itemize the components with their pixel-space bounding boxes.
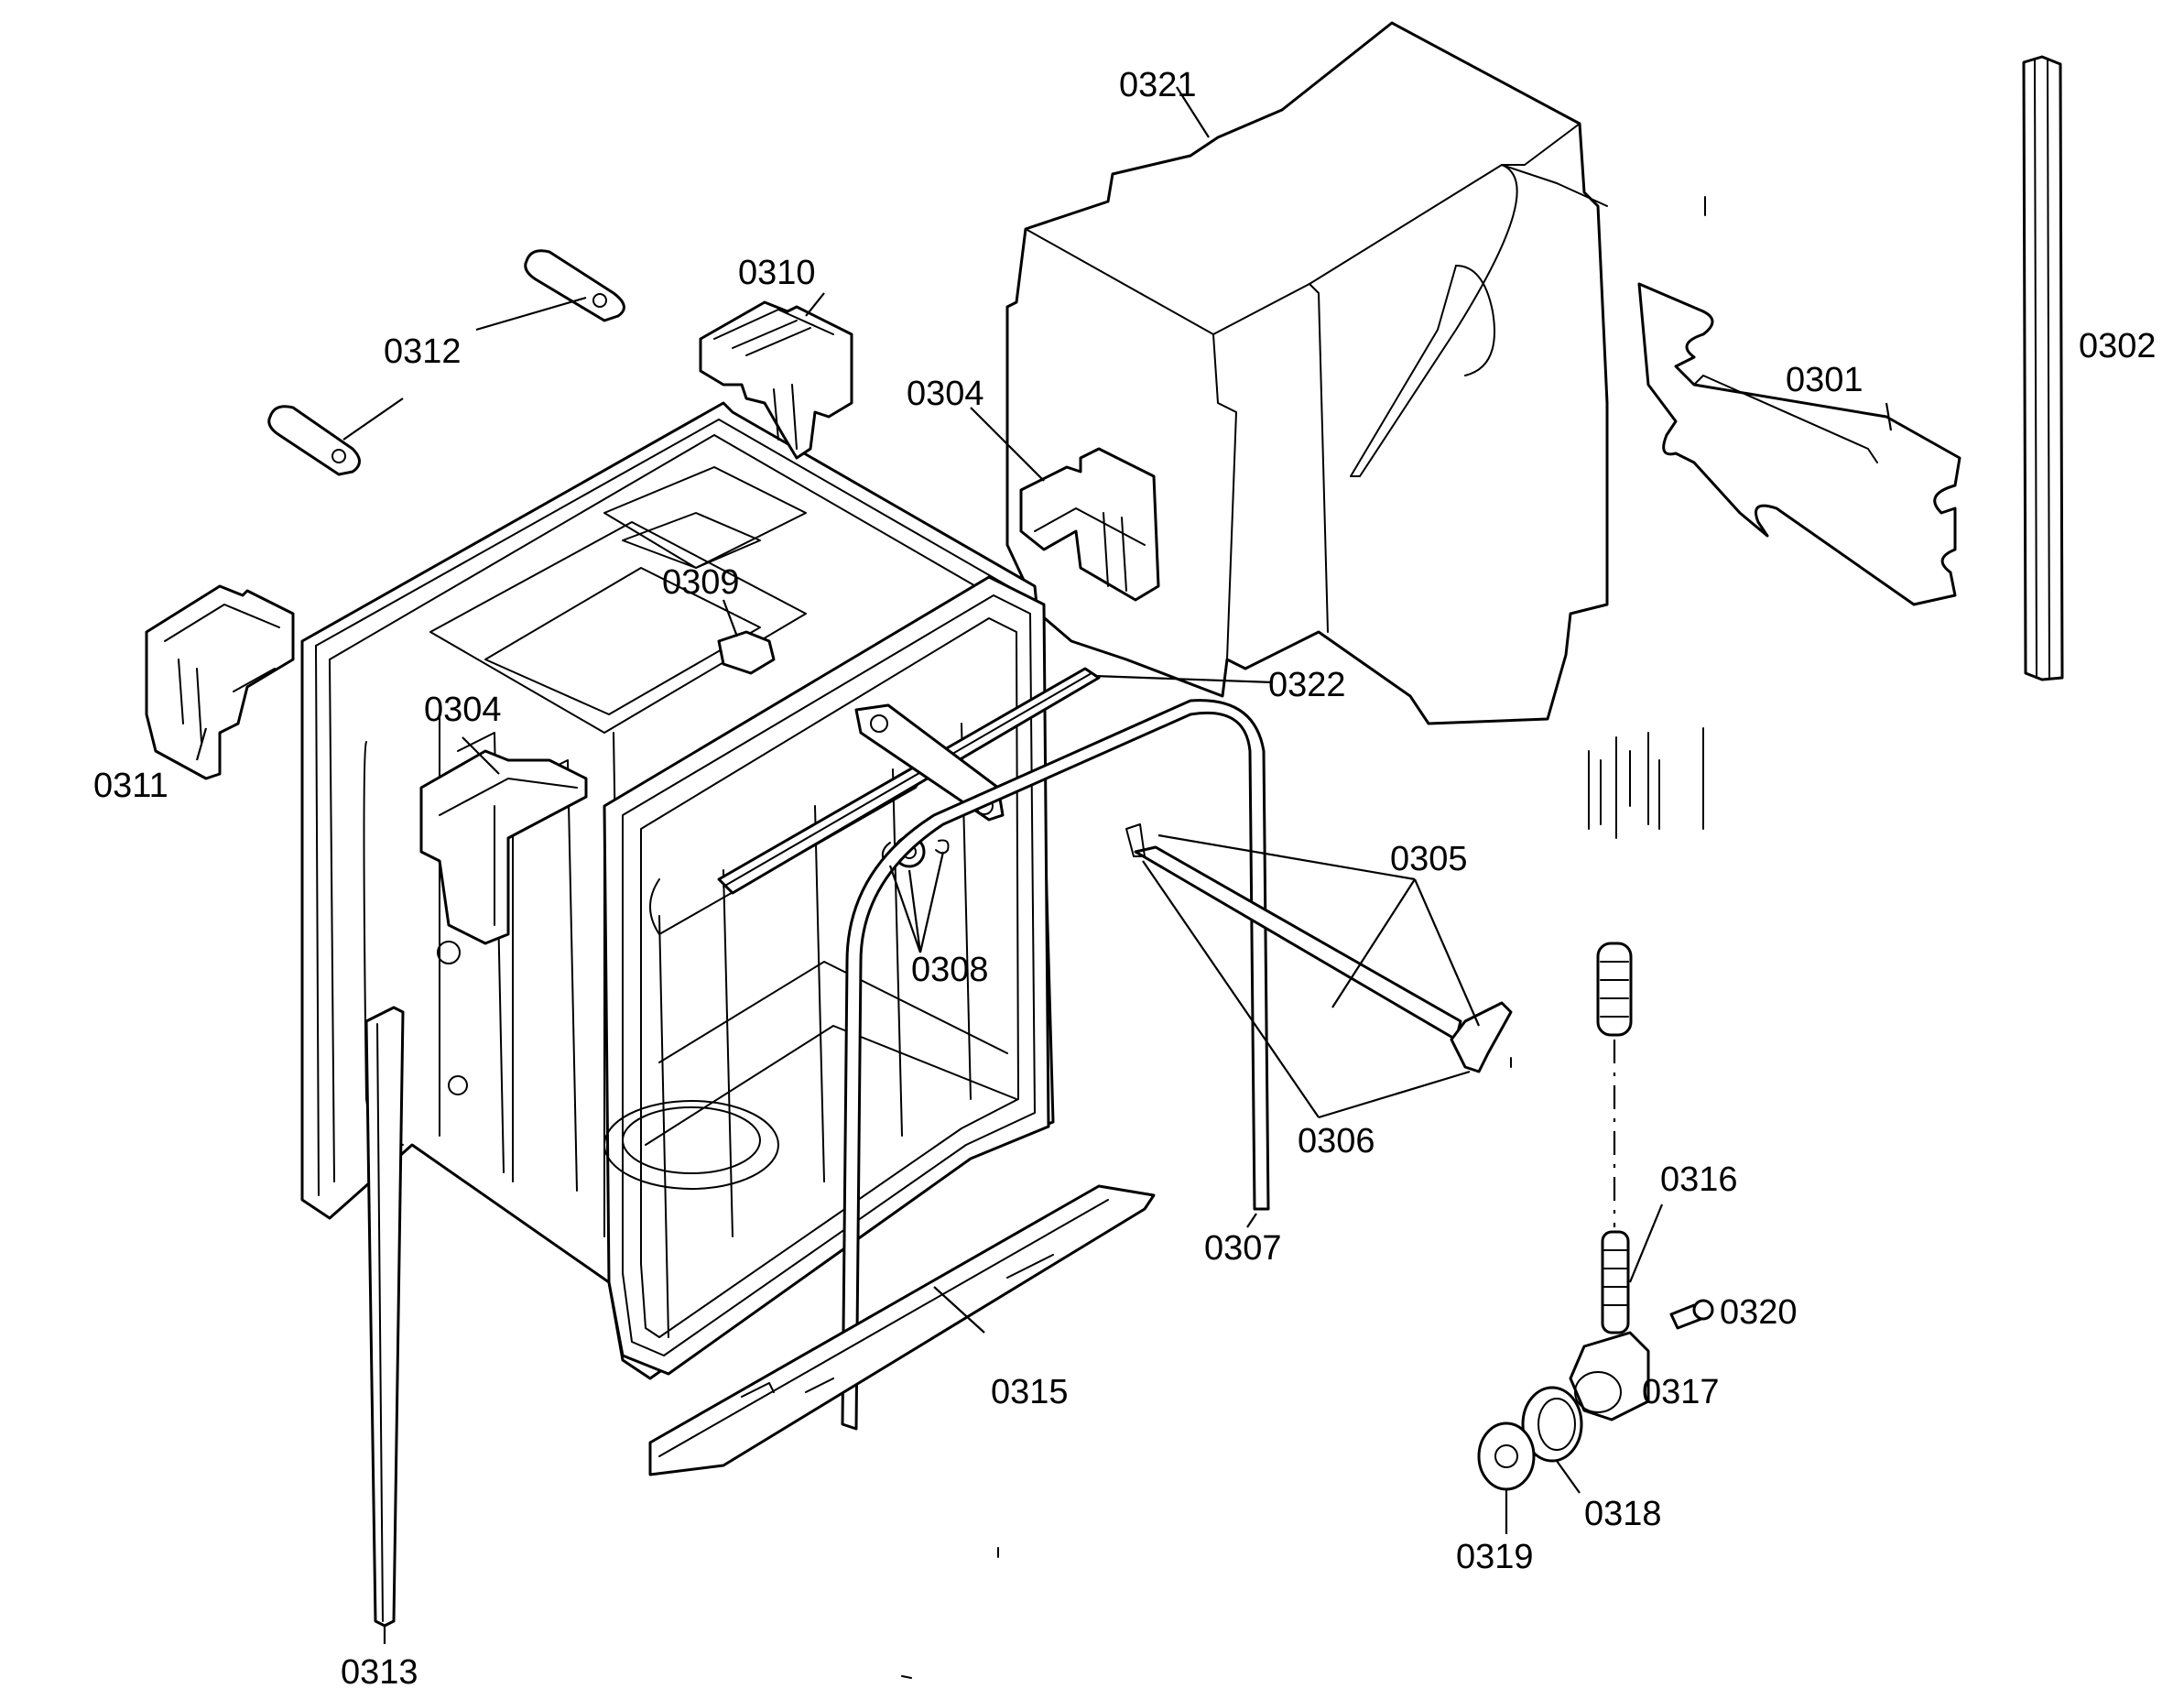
callout-0308: 0308 <box>911 951 989 989</box>
callout-0316: 0316 <box>1660 1160 1738 1199</box>
callout-0313: 0313 <box>341 1653 418 1692</box>
callout-0315: 0315 <box>991 1373 1069 1411</box>
part-0304-bracket-lower <box>419 749 588 945</box>
callout-0317: 0317 <box>1642 1373 1720 1411</box>
part-0318-ring <box>1521 1386 1583 1463</box>
callout-0320: 0320 <box>1720 1293 1798 1332</box>
part-0311-clip <box>145 584 295 780</box>
callout-0301: 0301 <box>1786 361 1863 399</box>
callout-0304: 0304 <box>907 375 984 413</box>
part-0310-clip <box>699 300 853 460</box>
part-0321-insulation-cover <box>1005 21 1609 725</box>
callout-0302: 0302 <box>2079 327 2157 365</box>
part-0312-plate-upper <box>524 249 625 322</box>
part-0322-rail <box>717 667 1101 895</box>
callout-0318: 0318 <box>1584 1495 1662 1533</box>
callout-0322: 0322 <box>1268 666 1346 704</box>
part-0301-rear-panel <box>1637 282 1961 606</box>
callout-0309: 0309 <box>662 563 740 602</box>
part-0313-vertical-strip <box>364 1006 405 1628</box>
part-tub-frame <box>300 401 1055 1380</box>
callout-0307: 0307 <box>1204 1229 1282 1268</box>
scan-marks <box>901 196 1706 1679</box>
callout-0311: 0311 <box>93 767 168 805</box>
callout-labels: 0321 0302 0301 0310 0312 0304 0309 0304 … <box>93 66 2157 1692</box>
callout-0306: 0306 <box>1298 1122 1375 1160</box>
part-0307-door-seal <box>841 699 1270 1431</box>
callout-0321: 0321 <box>1119 66 1197 104</box>
leader-lines <box>195 86 1893 1644</box>
callout-0319: 0319 <box>1456 1538 1534 1576</box>
part-0304-bracket-upper <box>1019 447 1160 602</box>
part-0317-drain-elbow <box>1569 1331 1650 1421</box>
part-0305-spray-arm <box>1125 823 1513 1073</box>
callout-0304: 0304 <box>424 691 502 729</box>
part-0315-toe-kick <box>648 1184 1156 1476</box>
part-0320-screw <box>1669 1299 1714 1330</box>
callout-0305: 0305 <box>1390 840 1468 878</box>
part-0309-clip <box>717 630 776 675</box>
callout-0310: 0310 <box>738 254 816 292</box>
part-0302-side-strip <box>2022 55 2064 681</box>
part-0319-plug <box>1477 1421 1536 1491</box>
part-0312-plate-lower <box>267 405 361 476</box>
part-0316-drain-hose <box>1596 942 1633 1334</box>
callout-0312: 0312 <box>384 332 462 371</box>
